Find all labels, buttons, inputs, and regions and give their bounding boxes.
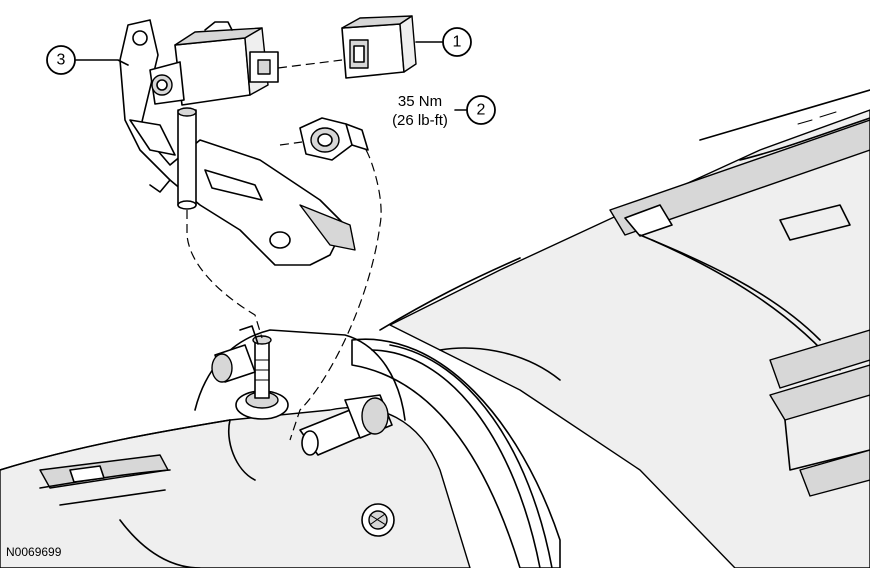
callout-2: 2 (466, 95, 496, 125)
callout-3: 3 (46, 45, 76, 75)
figure-id: N0069699 (6, 545, 62, 559)
callout-2-number: 2 (477, 102, 486, 119)
sensor-bracket (119, 19, 356, 266)
retaining-nut (299, 117, 369, 161)
callout-3-number: 3 (57, 52, 66, 69)
torque-spec: 35 Nm (26 lb-ft) (392, 93, 448, 129)
leader-lines (75, 41, 468, 111)
assembly-lines (186, 59, 382, 441)
callout-1: 1 (442, 27, 472, 57)
electrical-connector (341, 15, 417, 79)
callout-1-number: 1 (453, 34, 462, 51)
torque-imperial: (26 lb-ft) (392, 112, 448, 129)
pressure-sensor (149, 21, 279, 210)
exhaust-housing (0, 325, 471, 568)
torque-metric: 35 Nm (398, 93, 442, 110)
catalyst-canister (351, 89, 870, 568)
